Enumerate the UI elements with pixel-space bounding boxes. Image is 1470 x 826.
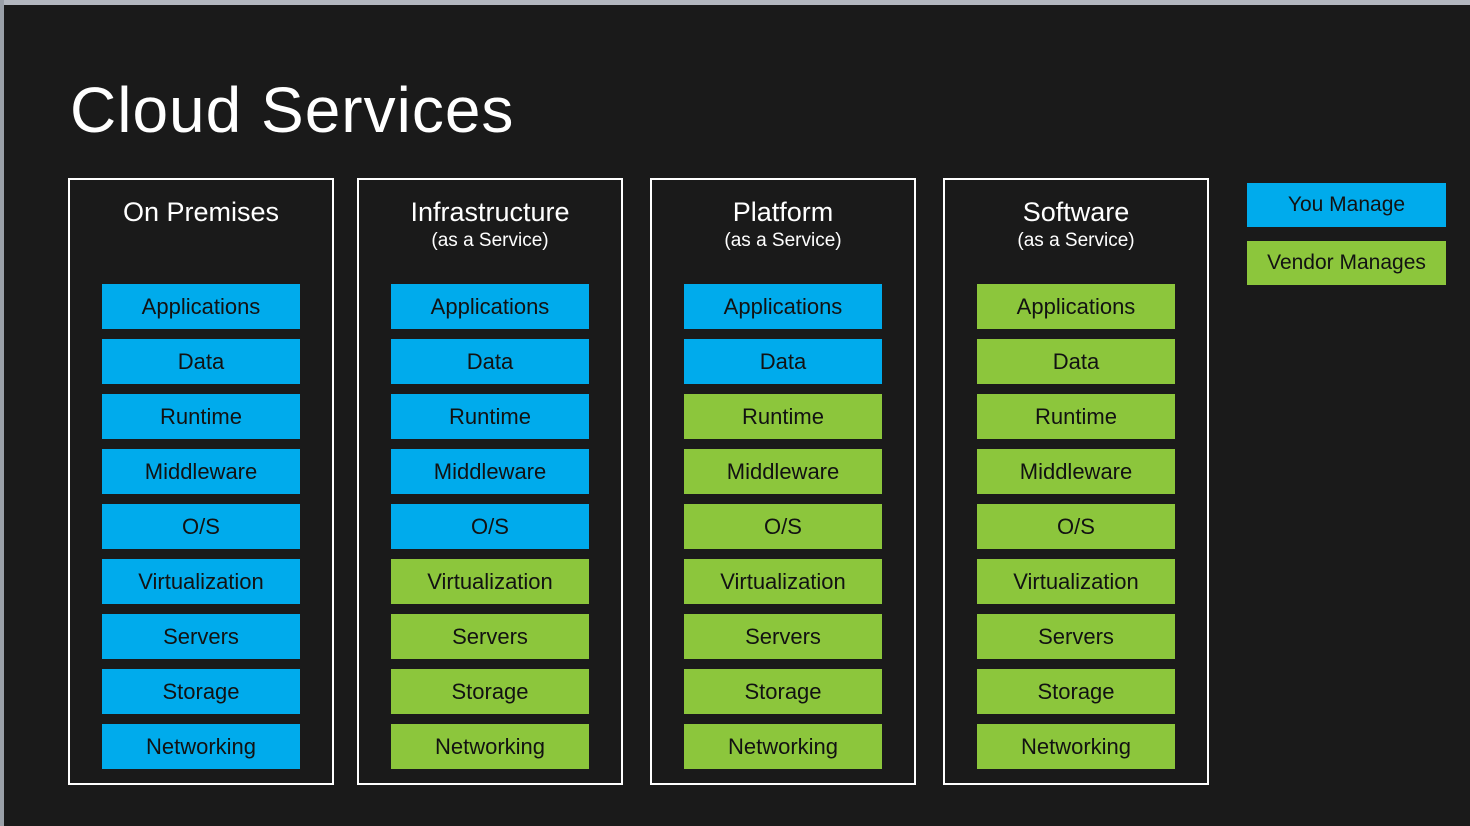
layer-label: Applications	[430, 293, 550, 319]
layer-box-data: Data	[391, 339, 589, 384]
layer-label: O/S	[1057, 513, 1095, 539]
layer-label: O/S	[182, 513, 220, 539]
layer-label: Storage	[744, 678, 822, 704]
column-subtitle: (as a Service)	[431, 230, 549, 251]
column-infrastructure-as-a-service: Infrastructure (as a Service) Applications…	[357, 178, 623, 785]
column-title: Platform	[732, 197, 834, 227]
layer-box-o-s: O/S	[102, 504, 300, 549]
layer-box-applications: Applications	[977, 284, 1175, 329]
layer-label: Servers	[163, 623, 239, 649]
legend-label: Vendor Manages	[1267, 251, 1426, 274]
layer-box-data: Data	[684, 339, 882, 384]
layer-label: Middleware	[1019, 458, 1133, 484]
layer-label: Networking	[727, 733, 839, 759]
layer-label: Servers	[745, 623, 821, 649]
layer-label: O/S	[471, 513, 509, 539]
layer-box-applications: Applications	[102, 284, 300, 329]
layer-label: Networking	[1020, 733, 1132, 759]
layer-label: Middleware	[144, 458, 258, 484]
layer-box-servers: Servers	[977, 614, 1175, 659]
layer-label: Data	[466, 348, 514, 374]
layer-box-runtime: Runtime	[977, 394, 1175, 439]
window-left-edge	[0, 0, 4, 826]
page-title: Cloud Services	[70, 73, 515, 146]
layer-box-o-s: O/S	[684, 504, 882, 549]
layer-label: Storage	[1037, 678, 1115, 704]
layer-box-middleware: Middleware	[102, 449, 300, 494]
layer-label: Middleware	[433, 458, 547, 484]
layer-label: Runtime	[1035, 403, 1117, 429]
layer-box-virtualization: Virtualization	[977, 559, 1175, 604]
layer-box-storage: Storage	[102, 669, 300, 714]
layer-label: Data	[759, 348, 807, 374]
layer-box-storage: Storage	[977, 669, 1175, 714]
layer-box-middleware: Middleware	[977, 449, 1175, 494]
layer-label: Storage	[162, 678, 240, 704]
legend-label: You Manage	[1287, 193, 1406, 216]
layer-label: Servers	[452, 623, 528, 649]
layer-label: Runtime	[160, 403, 242, 429]
column-subtitle: (as a Service)	[724, 230, 842, 251]
layer-label: Applications	[141, 293, 261, 319]
layer-box-servers: Servers	[391, 614, 589, 659]
layer-box-o-s: O/S	[391, 504, 589, 549]
layer-box-middleware: Middleware	[391, 449, 589, 494]
layer-box-data: Data	[977, 339, 1175, 384]
layer-box-networking: Networking	[102, 724, 300, 769]
layer-box-runtime: Runtime	[391, 394, 589, 439]
layer-box-middleware: Middleware	[684, 449, 882, 494]
layer-box-servers: Servers	[102, 614, 300, 659]
layer-box-runtime: Runtime	[684, 394, 882, 439]
layer-label: Applications	[1016, 293, 1136, 319]
layer-label: Middleware	[726, 458, 840, 484]
layer-box-storage: Storage	[391, 669, 589, 714]
layer-box-o-s: O/S	[977, 504, 1175, 549]
layer-box-runtime: Runtime	[102, 394, 300, 439]
column-title: Infrastructure	[410, 197, 570, 227]
layer-box-virtualization: Virtualization	[391, 559, 589, 604]
layer-label: Runtime	[742, 403, 824, 429]
layer-label: Virtualization	[427, 568, 553, 594]
layer-label: Virtualization	[138, 568, 264, 594]
layer-label: Virtualization	[720, 568, 846, 594]
layer-box-virtualization: Virtualization	[684, 559, 882, 604]
window-top-edge	[0, 0, 1470, 5]
layer-label: Data	[177, 348, 225, 374]
legend-item-you-manage: You Manage	[1247, 183, 1446, 227]
layer-box-storage: Storage	[684, 669, 882, 714]
column-title: On Premises	[122, 197, 280, 227]
layer-label: Data	[1052, 348, 1100, 374]
layer-label: Storage	[451, 678, 529, 704]
layer-label: O/S	[764, 513, 802, 539]
column-title: Software	[1022, 197, 1130, 227]
layer-box-servers: Servers	[684, 614, 882, 659]
layer-label: Applications	[723, 293, 843, 319]
layer-box-networking: Networking	[977, 724, 1175, 769]
layer-label: Virtualization	[1013, 568, 1139, 594]
legend-item-vendor-manages: Vendor Manages	[1247, 241, 1446, 285]
layer-box-applications: Applications	[391, 284, 589, 329]
layer-label: Networking	[145, 733, 257, 759]
layer-box-networking: Networking	[684, 724, 882, 769]
layer-box-data: Data	[102, 339, 300, 384]
layer-label: Servers	[1038, 623, 1114, 649]
column-subtitle: (as a Service)	[1017, 230, 1135, 251]
layer-box-networking: Networking	[391, 724, 589, 769]
layer-box-virtualization: Virtualization	[102, 559, 300, 604]
layer-label: Runtime	[449, 403, 531, 429]
layer-label: Networking	[434, 733, 546, 759]
layer-box-applications: Applications	[684, 284, 882, 329]
